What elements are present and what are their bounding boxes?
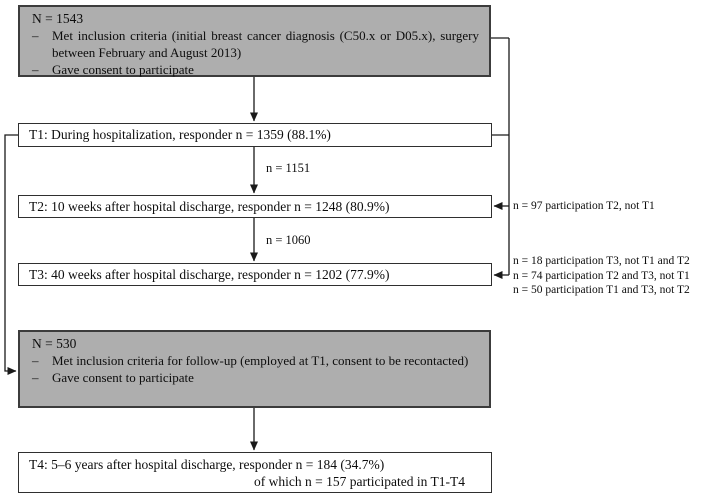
initial-cohort-bullet-2: – Gave consent to participate bbox=[32, 61, 481, 78]
note-t3-line-2: n = 74 participation T2 and T3, not T1 bbox=[513, 269, 690, 282]
note-t3-line-3: n = 50 participation T1 and T3, not T2 bbox=[513, 284, 690, 297]
followup-cohort-criteria: Met inclusion criteria for follow-up (em… bbox=[52, 353, 469, 368]
initial-cohort-bullet-1: – Met inclusion criteria (initial breast… bbox=[32, 27, 481, 61]
box-t2: T2: 10 weeks after hospital discharge, r… bbox=[18, 195, 492, 218]
note-t3-late-entry: n = 18 participation T3, not T1 and T2 n… bbox=[513, 254, 690, 298]
t1-label: T1: During hospitalization, responder n … bbox=[29, 127, 331, 142]
followup-cohort-n: N = 530 bbox=[32, 336, 77, 351]
note-t3-line-1: n = 18 participation T3, not T1 and T2 bbox=[513, 255, 690, 267]
initial-cohort-criteria: Met inclusion criteria (initial breast c… bbox=[52, 28, 479, 60]
dash-bullet-icon: – bbox=[32, 370, 39, 385]
t4-sublabel: of which n = 157 participated in T1-T4 bbox=[254, 474, 465, 489]
followup-cohort-consent: Gave consent to participate bbox=[52, 370, 194, 385]
t2-label: T2: 10 weeks after hospital discharge, r… bbox=[29, 198, 390, 214]
box-t1: T1: During hospitalization, responder n … bbox=[18, 123, 492, 147]
line-t1-to-cohort2 bbox=[4, 134, 18, 375]
followup-cohort-bullet-1: – Met inclusion criteria for follow-up (… bbox=[32, 352, 481, 369]
dash-bullet-icon: – bbox=[32, 353, 39, 368]
flow-count-t2-t3: n = 1060 bbox=[266, 233, 311, 247]
initial-cohort-n: N = 1543 bbox=[32, 11, 84, 26]
dash-bullet-icon: – bbox=[32, 28, 39, 43]
dash-bullet-icon: – bbox=[32, 62, 39, 77]
flow-count-t1-t2: n = 1151 bbox=[266, 161, 311, 175]
box-t4: T4: 5–6 years after hospital discharge, … bbox=[18, 452, 492, 493]
initial-cohort-consent: Gave consent to participate bbox=[52, 62, 194, 77]
box-t3: T3: 40 weeks after hospital discharge, r… bbox=[18, 263, 492, 286]
t3-label: T3: 40 weeks after hospital discharge, r… bbox=[29, 266, 390, 282]
t4-label: T4: 5–6 years after hospital discharge, … bbox=[29, 457, 385, 472]
box-followup-cohort: N = 530 – Met inclusion criteria for fol… bbox=[18, 330, 491, 408]
followup-cohort-bullet-2: – Gave consent to participate bbox=[32, 369, 481, 386]
note-t2-late-entry: n = 97 participation T2, not T1 bbox=[513, 200, 655, 212]
box-initial-cohort: N = 1543 – Met inclusion criteria (initi… bbox=[18, 5, 491, 77]
